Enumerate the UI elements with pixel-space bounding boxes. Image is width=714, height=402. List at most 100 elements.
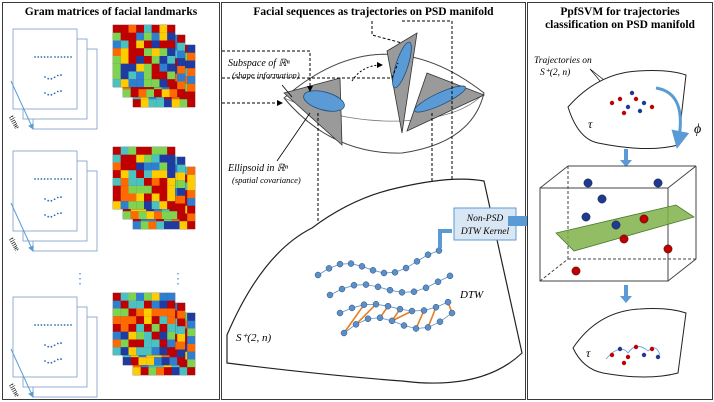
dtw-label: DTW [459,289,484,301]
ppfsvm-panel: PpfSVM for trajectories classification o… [527,2,713,400]
feature-point [619,234,629,244]
feature-point [597,194,607,204]
manifold-label: S⁺(2, n) [236,332,271,344]
gram-group-3: time [7,292,196,399]
trajectory-node [408,307,416,315]
trajectory-point [621,110,627,116]
kernel-line1: Non-PSD [466,214,504,224]
ellipsoid-note: (spatial covariance) [232,175,301,185]
separating-hyperplane [555,204,695,252]
feature-point [653,178,663,188]
trajectory-node [435,247,443,254]
trajectory-node [372,300,380,308]
trajectory-node [391,269,399,276]
tau-label-top: τ [588,117,593,131]
trajectories-panel-title: Facial sequences as trajectories on PSD … [253,6,494,18]
time-label: time [7,236,22,253]
feature-point [583,178,593,188]
trajectory-node [340,329,348,337]
classified-point [633,344,639,350]
trajectory-node [376,314,384,322]
trajectory-node [352,321,360,328]
trajectory-node [350,281,358,289]
trajectory-node [432,303,440,311]
trajectory-node [336,309,344,317]
kernel-arrow [438,229,452,248]
trajectory-node [446,272,454,280]
kernel-line2: DTW Kernel [460,227,510,237]
time-label: time [7,114,22,131]
trajectory-node [384,302,392,310]
trajectories-label-2: S⁺(2, n) [540,67,570,78]
svm-classification-illustration: Trajectories on S⁺(2, n) τ ϕ τ [534,56,701,378]
ppfsvm-title-line1: PpfSVM for trajectories [560,6,680,18]
subspace-note: (shape information) [232,70,300,80]
vertical-ellipsis-matrices: ⋮ [171,272,185,287]
trajectory-point [609,100,615,106]
trajectory-node [424,324,432,331]
trajectory-node [360,301,368,308]
trajectory-node [338,285,346,293]
trajectory-node [398,289,406,296]
trajectory-point [629,90,635,96]
classified-point [609,352,615,358]
trajectory-node [364,315,372,322]
trajectory-node [362,281,370,288]
classified-point [625,354,631,360]
trajectory-point [641,100,647,106]
gram-group-1: time [7,24,196,131]
feature-point [571,266,581,276]
face-frame [12,28,78,110]
classified-point [621,360,627,366]
trajectory-point [625,104,631,110]
trajectory-node [420,307,428,314]
trajectory-line [343,312,453,334]
classified-point [655,354,661,360]
trajectory-point [617,96,623,102]
psd-manifold-illustration: Subspace of ℝⁿ (shape information) Ellip… [222,20,523,384]
bottom-manifold-surface [572,308,687,378]
face-frame [12,296,78,378]
trajectory-node [424,251,432,258]
trajectory-node [325,265,333,272]
phi-arrow [655,86,690,149]
vertical-ellipsis-faces: ⋮ [73,272,87,287]
trajectory-node [396,305,404,313]
non-psd-dtw-kernel-box: Non-PSD DTW Kernel [453,207,517,241]
time-arrow [10,348,34,398]
classified-point [649,346,655,352]
dtw-alignment [415,310,425,329]
trajectory-node [374,283,382,291]
dtw-alignment [391,310,413,322]
ellipsoid-left [303,90,345,112]
trajectory-line [339,301,449,314]
gram-panel-title: Gram matrices of facial landmarks [24,6,198,18]
time-arrow [10,202,34,252]
trajectory-node [336,260,344,268]
trajectory-node [347,260,355,267]
trajectory-node [410,288,418,295]
trajectory-point [637,108,643,114]
ppfsvm-title-line2: classification on PSD manifold [545,19,695,31]
trajectory-node [436,318,444,325]
trajectory-node [400,322,408,329]
trajectory-node [388,317,396,325]
trajectory-node [380,269,388,277]
time-arrow [10,80,34,130]
trajectories-label-1: Trajectories on [534,56,592,66]
trajectory-point [633,96,639,102]
trajectory-node [358,263,366,270]
feature-point [581,212,591,222]
ellipsoid-label: Ellipsoid in ℝⁿ [227,163,289,174]
trajectories-panel: Facial sequences as trajectories on PSD … [221,2,526,400]
trajectory-node [413,258,421,265]
classified-point [641,352,647,358]
trajectory-node [326,291,334,299]
feature-point [639,214,649,224]
feature-point [663,244,673,254]
subspace-label: Subspace of ℝⁿ [228,58,290,69]
tau-label-bottom: τ [586,346,591,360]
trajectory-node [434,278,442,286]
dtw-alignment [427,306,437,328]
trajectory-node [386,286,394,294]
